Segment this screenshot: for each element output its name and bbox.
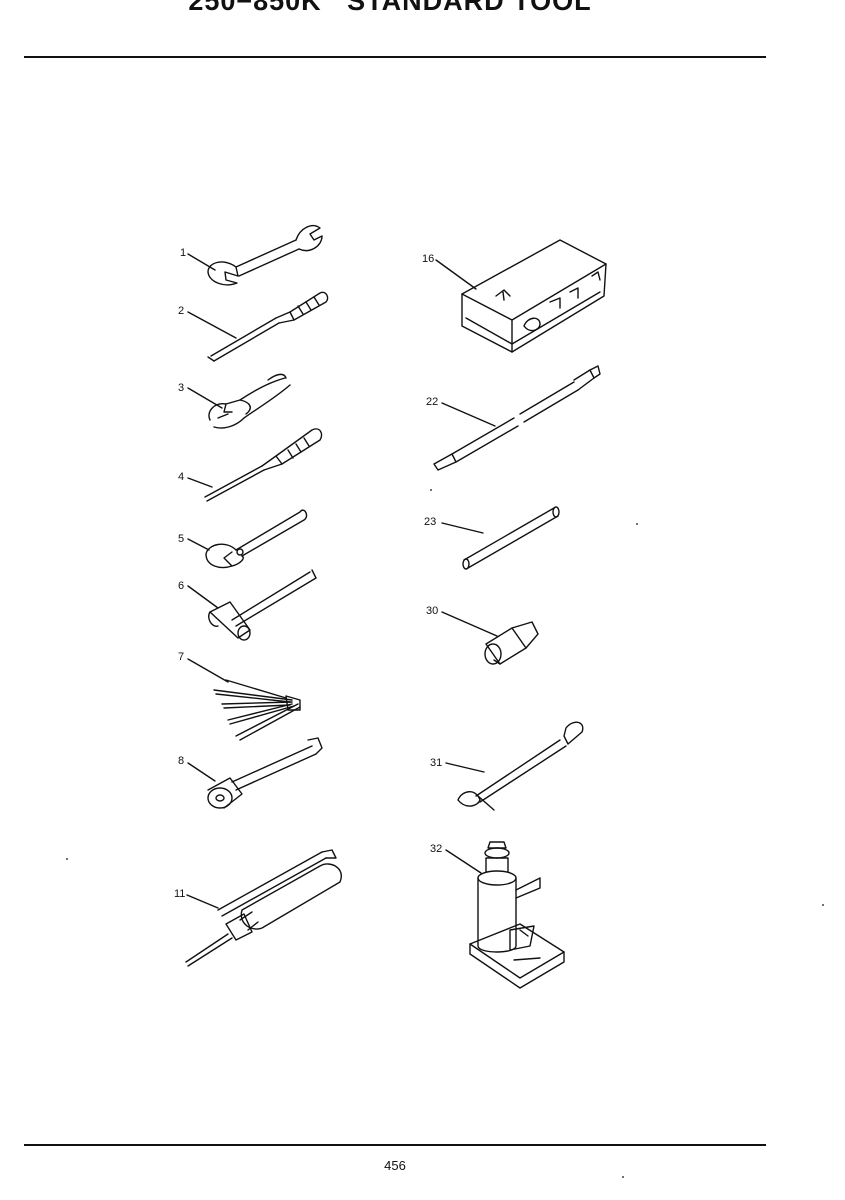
scan-speck: [636, 523, 638, 525]
tool-label-4: 4: [178, 471, 185, 483]
tool-label-30: 30: [426, 605, 439, 617]
hammer-icon: [208, 569, 317, 641]
tool-label-8: 8: [178, 755, 185, 767]
tool-label-22: 22: [426, 396, 439, 408]
tool-label-2: 2: [178, 305, 185, 317]
page-title: 250−850K STANDARD TOOL: [188, 0, 592, 16]
feeler-gauge-icon: [213, 679, 301, 741]
tool-label-32: 32: [430, 843, 443, 855]
scan-speck: [822, 904, 824, 906]
bottle-jack-icon: [469, 841, 565, 989]
tool-label-23: 23: [424, 516, 437, 528]
tool-label-11: 11: [174, 888, 186, 900]
ratchet-handle-icon: [457, 721, 584, 811]
footer-rule: [24, 1144, 766, 1146]
screwdriver-icon: [207, 291, 329, 362]
tool-label-16: 16: [422, 253, 435, 265]
tool-label-3: 3: [178, 382, 185, 394]
extension-bar-icon: [433, 365, 601, 471]
tool-label-5: 5: [178, 533, 185, 545]
adapter-icon: [484, 621, 539, 665]
adjustable-wrench-icon: [205, 509, 308, 569]
leader-lines: [186, 253, 498, 909]
phillips-screwdriver-icon: [204, 428, 323, 502]
wrench-icon: [207, 224, 323, 286]
tool-label-6: 6: [178, 580, 185, 592]
scan-speck: [622, 1176, 624, 1178]
tool-label-1: 1: [180, 247, 187, 259]
tool-label-31: 31: [430, 757, 443, 769]
scan-speck: [66, 858, 68, 860]
grease-gun-icon: [185, 849, 342, 967]
page-number: 456: [384, 1158, 406, 1173]
toolbox-icon: [461, 239, 607, 353]
scan-speck: [430, 489, 432, 491]
pliers-icon: [208, 373, 291, 429]
tool-label-7: 7: [178, 651, 185, 663]
socket-wrench-icon: [207, 737, 323, 809]
header-rule: [24, 56, 766, 58]
round-bar-icon: [462, 506, 560, 570]
